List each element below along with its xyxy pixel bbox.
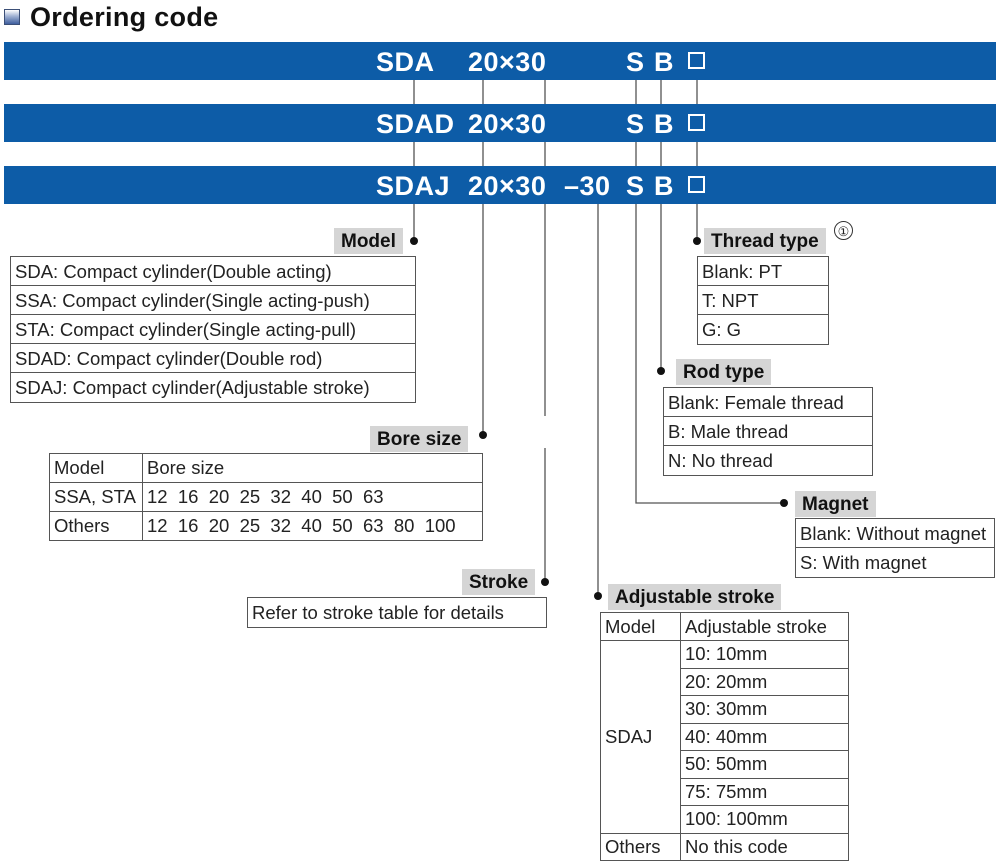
adjustable-model-cell: SDAJ (600, 640, 681, 834)
magnet-caption: Magnet (795, 491, 876, 517)
adjustable-others-row: Others No this code (600, 832, 849, 861)
square-bullet-icon (4, 9, 20, 25)
model-row: STA: Compact cylinder(Single acting-pull… (11, 315, 415, 344)
bore-model-cell: Others (49, 511, 143, 541)
adjustable-row: 50: 50mm (601, 750, 849, 779)
adjustable-value-cell: 10: 10mm (680, 640, 849, 669)
thread-box-icon (688, 52, 705, 69)
thread-box-icon (688, 114, 705, 131)
page-title: Ordering code (30, 1, 219, 32)
stroke-box: Refer to stroke table for details (247, 597, 547, 628)
magnet-dot (780, 499, 788, 507)
adjustable-header-value: Adjustable stroke (680, 612, 849, 641)
bore-header-size: Bore size (142, 453, 483, 483)
model-row: SDAD: Compact cylinder(Double rod) (11, 344, 415, 373)
rod-row: B: Male thread (664, 417, 872, 446)
adjustable-others-value: No this code (680, 832, 849, 861)
bore-header-row: Model Bore size (49, 453, 483, 483)
code-magnet: S (626, 47, 645, 77)
code-magnet: S (626, 171, 645, 201)
code-rod: B (654, 171, 674, 201)
rod-dot (657, 367, 665, 375)
title-block: Ordering code (4, 2, 218, 32)
model-row: SSA: Compact cylinder(Single acting-push… (11, 286, 415, 315)
thread-box: Blank: PT T: NPT G: G (697, 256, 829, 345)
thread-row: G: G (702, 319, 742, 340)
thread-dot (693, 237, 701, 245)
bore-model-cell: SSA, STA (49, 482, 143, 512)
code-model: SDAJ (376, 171, 451, 201)
adjustable-table: Model Adjustable stroke SDAJ 10: 10mm 20… (600, 612, 849, 861)
bore-sizes-cell: 12 16 20 25 32 40 50 63 80 100 (142, 511, 483, 541)
model-box: SDA: Compact cylinder(Double acting) SSA… (10, 256, 416, 403)
thread-caption: Thread type (704, 228, 826, 254)
rod-box: Blank: Female thread B: Male thread N: N… (663, 387, 873, 476)
adjustable-header-row: Model Adjustable stroke (600, 612, 849, 641)
code-size: 20×30 (468, 171, 547, 201)
code-bar-sdaj: SDAJ 20×30 –30 S B (4, 166, 996, 204)
bore-sizes-cell: 12 16 20 25 32 40 50 63 (142, 482, 483, 512)
bore-row: SSA, STA 12 16 20 25 32 40 50 63 (49, 482, 483, 512)
model-caption: Model (334, 228, 403, 254)
bore-header-model: Model (49, 453, 143, 483)
thread-row: T: NPT (698, 286, 828, 315)
stroke-text: Refer to stroke table for details (252, 602, 504, 623)
bore-dot (479, 431, 487, 439)
code-magnet: S (626, 109, 645, 139)
magnet-row: Blank: Without magnet (796, 519, 994, 548)
code-adjustable: –30 (564, 171, 611, 201)
adjustable-dot (594, 592, 602, 600)
bore-row: Others 12 16 20 25 32 40 50 63 80 100 (49, 511, 483, 541)
model-row: SDA: Compact cylinder(Double acting) (11, 257, 415, 286)
adjustable-row: 20: 20mm (601, 667, 849, 696)
thread-row: Blank: PT (698, 257, 828, 286)
adjustable-value-cell: 30: 30mm (680, 695, 849, 724)
rod-caption: Rod type (676, 359, 772, 385)
adjustable-row: SDAJ 10: 10mm (600, 640, 849, 834)
thread-box-icon (688, 176, 705, 193)
stroke-dot (541, 578, 549, 586)
code-model: SDA (376, 47, 435, 77)
code-size: 20×30 (468, 47, 547, 77)
magnet-row: S: With magnet (800, 552, 927, 573)
adjustable-header-model: Model (600, 612, 681, 641)
adjustable-value-cell: 40: 40mm (680, 722, 849, 751)
adjustable-value-cell: 20: 20mm (680, 667, 849, 696)
code-bar-sda: SDA 20×30 S B (4, 42, 996, 80)
adjustable-value-cell: 100: 100mm (680, 805, 849, 834)
model-dot (410, 237, 418, 245)
code-size: 20×30 (468, 109, 547, 139)
note-marker: ① (834, 221, 853, 240)
rod-row: Blank: Female thread (664, 388, 872, 417)
rod-row: N: No thread (668, 450, 773, 471)
bore-table: Model Bore size SSA, STA 12 16 20 25 32 … (49, 453, 483, 541)
magnet-connector (635, 80, 782, 504)
code-bar-sdad: SDAD 20×30 S B (4, 104, 996, 142)
adjustable-row: 75: 75mm (601, 777, 849, 806)
adjustable-others-model: Others (600, 832, 681, 861)
code-model: SDAD (376, 109, 455, 139)
adjustable-value-cell: 75: 75mm (680, 777, 849, 806)
bore-caption: Bore size (370, 426, 469, 452)
magnet-box: Blank: Without magnet S: With magnet (795, 518, 995, 578)
code-rod: B (654, 47, 674, 77)
code-rod: B (654, 109, 674, 139)
adjustable-caption: Adjustable stroke (608, 584, 782, 610)
stroke-caption: Stroke (462, 569, 536, 595)
model-row: SDAJ: Compact cylinder(Adjustable stroke… (15, 377, 370, 398)
adjustable-value-cell: 50: 50mm (680, 750, 849, 779)
